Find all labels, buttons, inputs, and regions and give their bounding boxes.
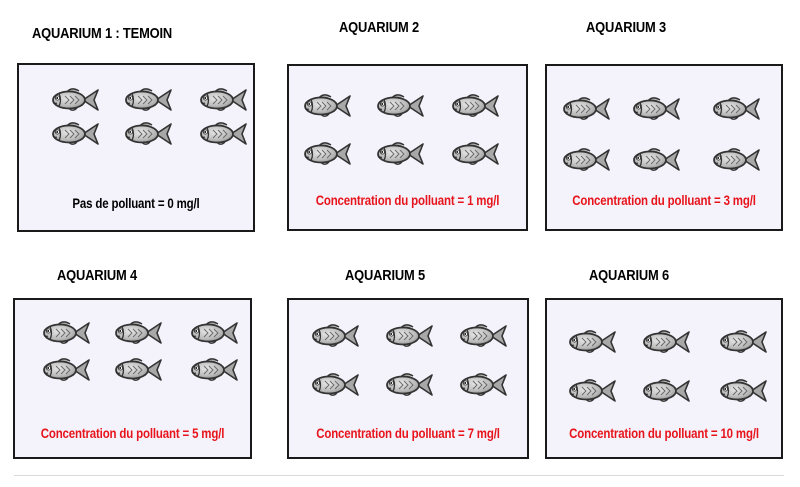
fish-icon <box>631 94 681 124</box>
fish-icon <box>310 370 360 400</box>
fish-icon <box>718 327 768 357</box>
fish-icon <box>641 376 691 406</box>
aquarium-tank: Concentration du polluant = 7 mg/l <box>287 298 529 459</box>
pollutant-concentration-label: Concentration du polluant = 3 mg/l <box>568 192 760 208</box>
fish-icon <box>561 145 611 175</box>
fish-icon <box>718 376 768 406</box>
fish-icon <box>41 318 91 348</box>
pollutant-concentration-label: Concentration du polluant = 7 mg/l <box>310 425 505 441</box>
fish-icon <box>50 119 100 149</box>
aquarium-tank: Pas de polluant = 0 mg/l <box>17 63 255 232</box>
fish-icon <box>113 318 163 348</box>
bottom-divider <box>14 475 784 476</box>
aquarium-tank: Concentration du polluant = 5 mg/l <box>13 298 252 459</box>
fish-icon <box>384 370 434 400</box>
fish-icon <box>375 91 425 121</box>
fish-icon <box>711 94 761 124</box>
fish-icon <box>384 321 434 351</box>
fish-icon <box>458 321 508 351</box>
aquarium-tank: Concentration du polluant = 1 mg/l <box>287 64 528 231</box>
fish-icon <box>641 327 691 357</box>
fish-icon <box>631 145 681 175</box>
fish-icon <box>450 91 500 121</box>
fish-icon <box>567 376 617 406</box>
aquarium-title: AQUARIUM 3 <box>586 19 666 36</box>
fish-icon <box>189 318 239 348</box>
pollutant-concentration-label: Concentration du polluant = 5 mg/l <box>36 425 229 441</box>
fish-icon <box>198 119 248 149</box>
fish-icon <box>458 370 508 400</box>
fish-icon <box>123 119 173 149</box>
fish-icon <box>198 85 248 115</box>
fish-icon <box>567 327 617 357</box>
aquarium-title: AQUARIUM 2 <box>339 19 419 36</box>
pollutant-concentration-label: Concentration du polluant = 1 mg/l <box>310 192 504 208</box>
pollutant-concentration-label: Concentration du polluant = 10 mg/l <box>568 425 760 441</box>
aquarium-tank: Concentration du polluant = 10 mg/l <box>545 298 783 459</box>
fish-icon <box>41 355 91 385</box>
aquarium-tank: Concentration du polluant = 3 mg/l <box>545 64 783 231</box>
fish-icon <box>123 85 173 115</box>
fish-icon <box>113 355 163 385</box>
fish-icon <box>450 139 500 169</box>
aquarium-title: AQUARIUM 1 : TEMOIN <box>32 25 172 42</box>
fish-icon <box>189 355 239 385</box>
fish-icon <box>711 145 761 175</box>
fish-icon <box>50 85 100 115</box>
fish-icon <box>310 321 360 351</box>
fish-icon <box>302 91 352 121</box>
aquarium-title: AQUARIUM 4 <box>57 267 137 284</box>
fish-icon <box>375 139 425 169</box>
fish-icon <box>302 139 352 169</box>
aquarium-title: AQUARIUM 5 <box>345 267 425 284</box>
aquarium-title: AQUARIUM 6 <box>589 267 669 284</box>
fish-icon <box>561 94 611 124</box>
pollutant-concentration-label: Pas de polluant = 0 mg/l <box>40 195 232 211</box>
